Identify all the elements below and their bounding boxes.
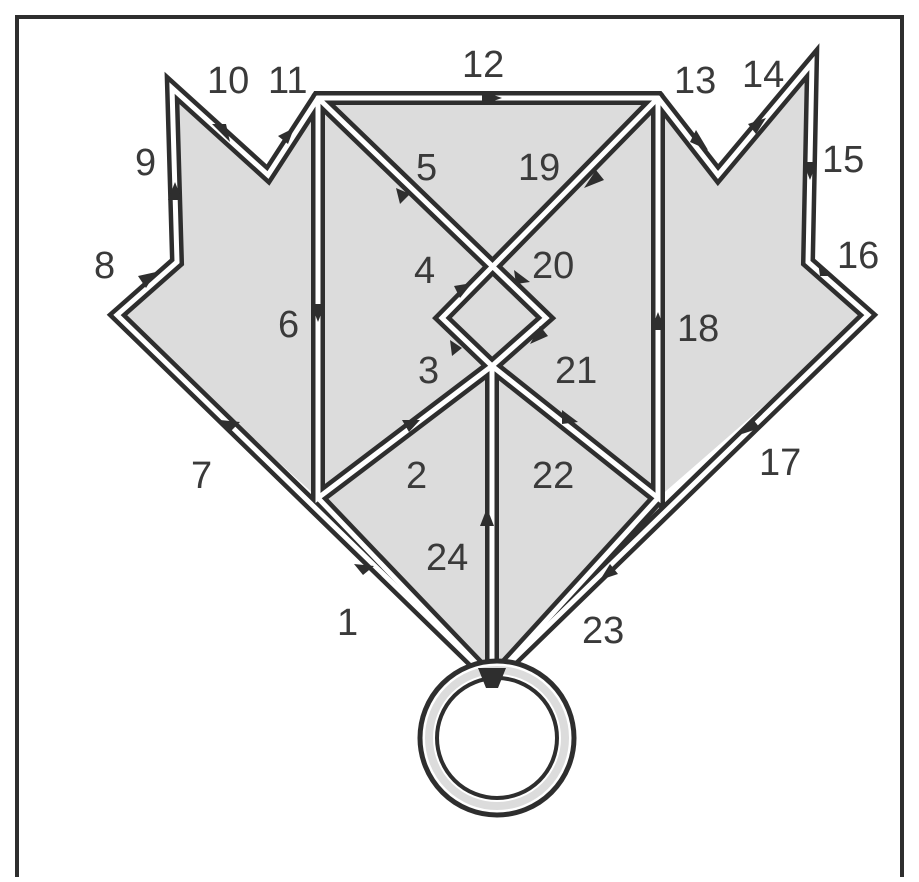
label-13: 13 [674,60,716,102]
label-20: 20 [532,245,574,287]
label-16: 16 [837,235,879,277]
label-17: 17 [759,442,801,484]
label-23: 23 [582,610,624,652]
label-24: 24 [426,537,468,579]
label-5: 5 [416,147,437,189]
label-7: 7 [191,455,212,497]
label-1: 1 [337,602,358,644]
label-11: 11 [268,60,307,102]
label-12: 12 [462,44,504,86]
label-19: 19 [518,147,560,189]
label-21: 21 [555,350,597,392]
label-2: 2 [406,455,427,497]
label-22: 22 [532,455,574,497]
label-15: 15 [822,139,864,181]
label-14: 14 [742,54,784,96]
label-9: 9 [135,142,156,184]
label-10: 10 [207,60,249,102]
ring-inner [437,678,557,798]
label-8: 8 [94,245,115,287]
label-3: 3 [418,350,439,392]
label-6: 6 [278,304,299,346]
label-4: 4 [414,250,435,292]
label-18: 18 [677,308,719,350]
